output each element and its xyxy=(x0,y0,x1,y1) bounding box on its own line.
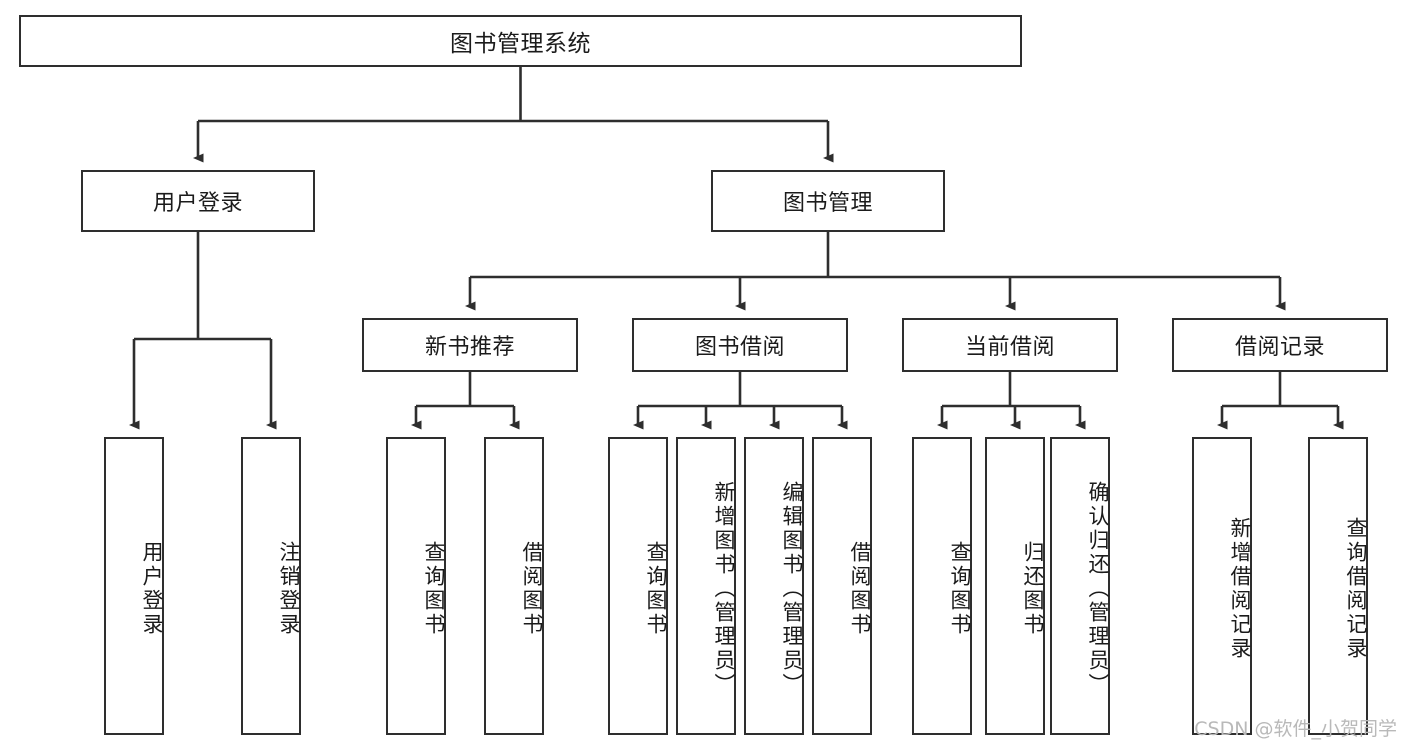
watermark-text: CSDN @软件_小贺同学 xyxy=(1194,718,1397,740)
node-leaf-user-login[interactable]: 用户登录 xyxy=(104,437,164,735)
node-leaf-query-book-1[interactable]: 查询图书 xyxy=(386,437,446,735)
node-book-borrow[interactable]: 图书借阅 xyxy=(632,318,848,372)
node-leaf-add-book[interactable]: 新增图书（管理员） xyxy=(676,437,736,735)
node-borrow-record[interactable]: 借阅记录 xyxy=(1172,318,1388,372)
node-leaf-borrow-book-1[interactable]: 借阅图书 xyxy=(484,437,544,735)
node-leaf-user-logout[interactable]: 注销登录 xyxy=(241,437,301,735)
node-leaf-edit-book[interactable]: 编辑图书（管理员） xyxy=(744,437,804,735)
node-current-borrow[interactable]: 当前借阅 xyxy=(902,318,1118,372)
node-root[interactable]: 图书管理系统 xyxy=(19,15,1022,67)
node-leaf-return-book[interactable]: 归还图书 xyxy=(985,437,1045,735)
node-leaf-borrow-book-2[interactable]: 借阅图书 xyxy=(812,437,872,735)
node-new-book-recommend[interactable]: 新书推荐 xyxy=(362,318,578,372)
node-leaf-query-book-2[interactable]: 查询图书 xyxy=(608,437,668,735)
node-leaf-confirm-return[interactable]: 确认归还（管理员） xyxy=(1050,437,1110,735)
node-user-login[interactable]: 用户登录 xyxy=(81,170,315,232)
node-leaf-add-record[interactable]: 新增借阅记录 xyxy=(1192,437,1252,735)
node-book-manage[interactable]: 图书管理 xyxy=(711,170,945,232)
node-leaf-query-record[interactable]: 查询借阅记录 xyxy=(1308,437,1368,735)
node-leaf-query-book-3[interactable]: 查询图书 xyxy=(912,437,972,735)
